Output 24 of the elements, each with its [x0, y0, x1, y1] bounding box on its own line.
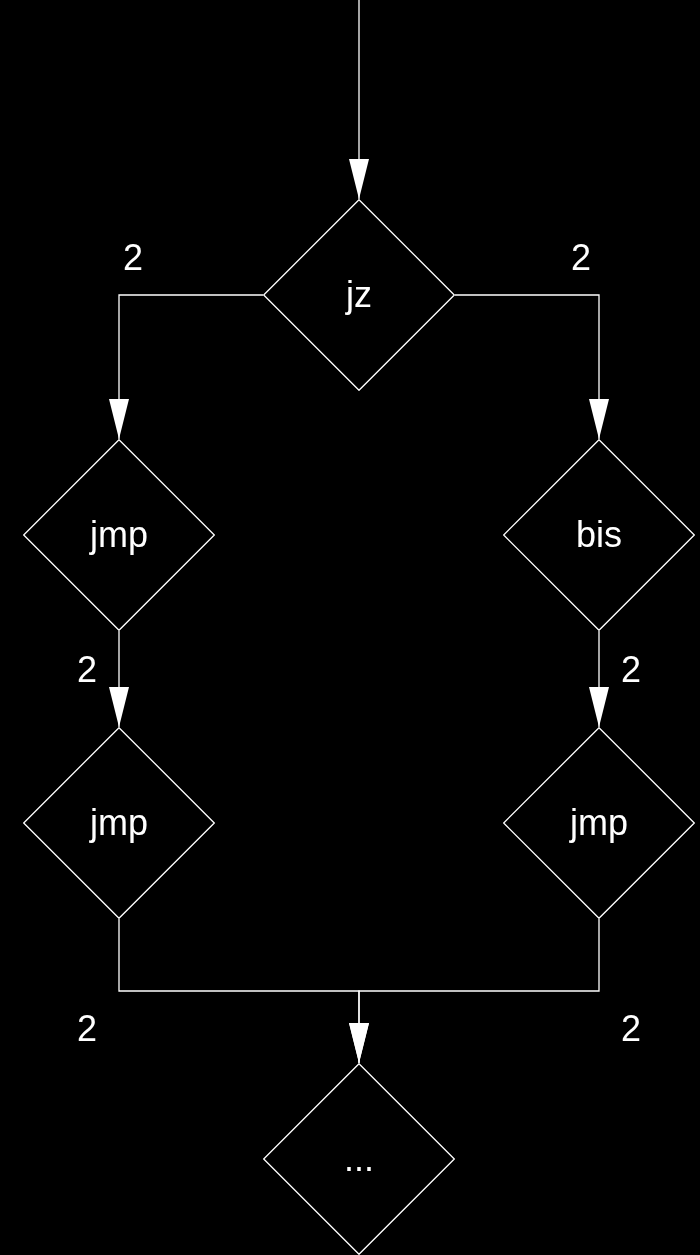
decision-diamond — [23, 439, 215, 631]
decision-diamond — [263, 199, 455, 391]
arrow — [589, 630, 609, 728]
node-label: ... — [344, 1138, 374, 1180]
arrow — [349, 918, 600, 1064]
decision-diamond — [503, 727, 695, 919]
arrow — [109, 630, 129, 728]
arrow — [349, 0, 369, 200]
decision-diamond — [23, 727, 215, 919]
edge-label: 2 — [571, 240, 591, 276]
decision-diamond — [263, 1063, 455, 1255]
node-label: jmp — [90, 802, 148, 844]
node-label: jmp — [90, 514, 148, 556]
edge-label: 2 — [77, 1011, 97, 1047]
decision-diamond — [503, 439, 695, 631]
node-label: jmp — [570, 802, 628, 844]
arrow — [109, 294, 264, 440]
node-label: jz — [346, 274, 372, 316]
node-label: bis — [576, 514, 622, 556]
arrow — [454, 294, 609, 440]
edge-label: 2 — [123, 240, 143, 276]
edge-label: 2 — [77, 652, 97, 688]
edge-label: 2 — [621, 652, 641, 688]
edge-label: 2 — [621, 1011, 641, 1047]
